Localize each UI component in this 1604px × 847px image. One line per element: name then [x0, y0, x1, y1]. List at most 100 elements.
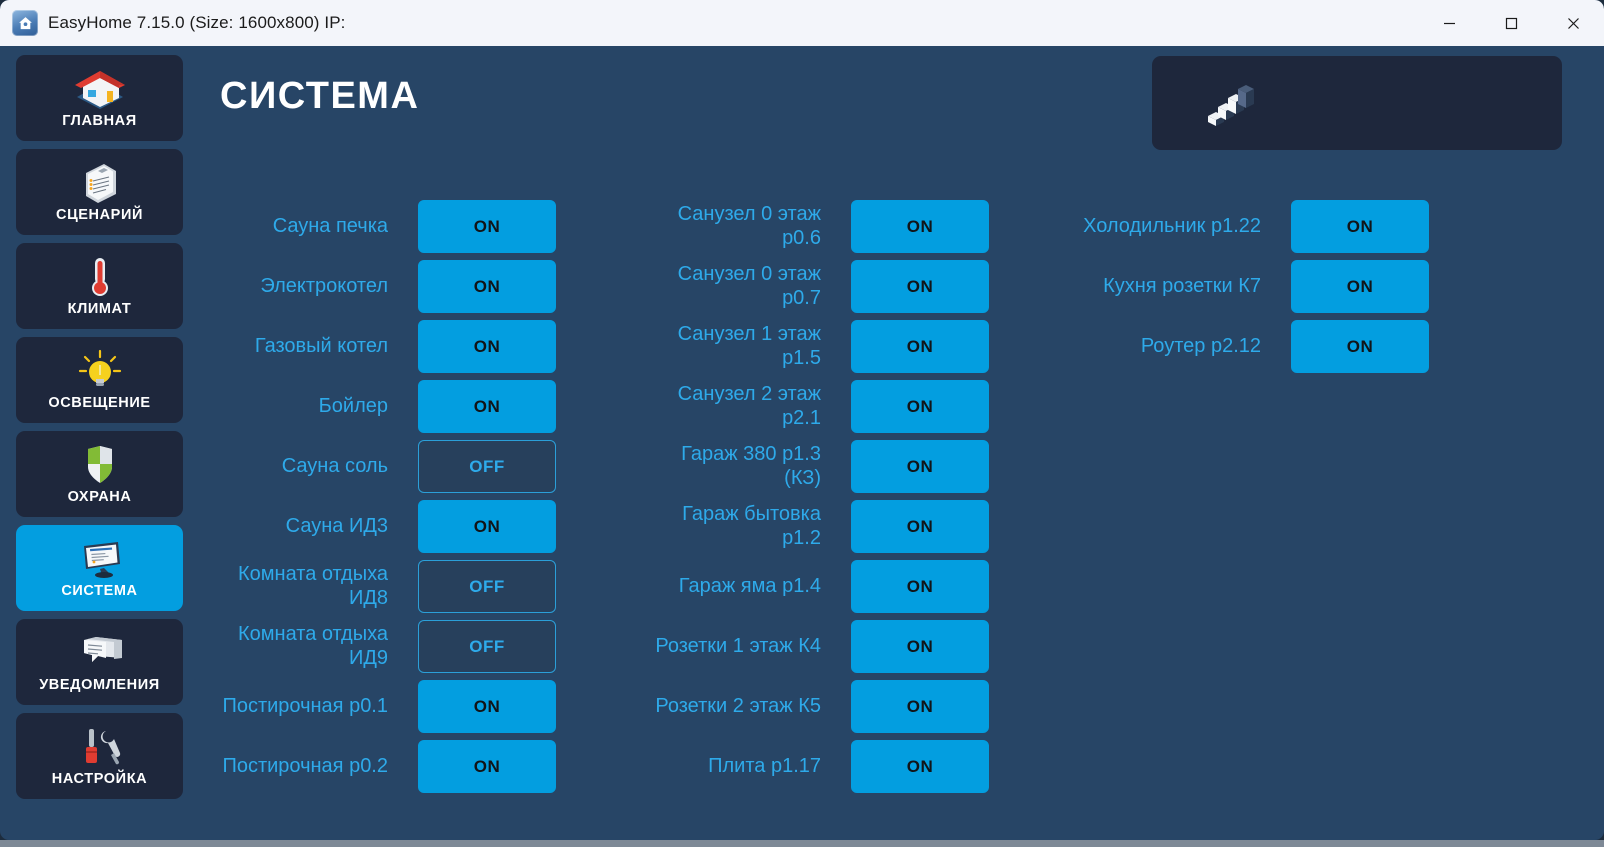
maximize-icon[interactable] — [1480, 0, 1542, 46]
sidebar-item-label: СИСТЕМА — [61, 582, 138, 599]
window-controls — [1418, 0, 1604, 46]
sidebar-item-label: УВЕДОМЛЕНИЯ — [39, 676, 160, 693]
device-row: Санузел 2 этаж р2.1 ON — [639, 380, 989, 433]
close-icon[interactable] — [1542, 0, 1604, 46]
sidebar-item-sistema[interactable]: СИСТЕМА — [16, 525, 183, 611]
device-toggle-button[interactable]: OFF — [418, 620, 556, 673]
home-icon — [12, 10, 38, 36]
device-label: Сауна соль — [281, 454, 388, 477]
device-toggle-button[interactable]: ON — [851, 560, 989, 613]
device-toggle-button[interactable]: OFF — [418, 560, 556, 613]
device-toggle-button[interactable]: ON — [1291, 200, 1429, 253]
device-row: Комната отдыха ИД8 OFF — [206, 560, 556, 613]
device-row: Сауна соль OFF — [206, 440, 556, 493]
device-column-1: Сауна печка ON Электрокотел ON Газовый к… — [206, 200, 556, 793]
sidebar-item-klimat[interactable]: КЛИМАТ — [16, 243, 183, 329]
device-row: Сауна печка ON — [206, 200, 556, 253]
device-toggle-button[interactable]: ON — [851, 380, 989, 433]
device-row: Гараж 380 р1.3 (КЗ) ON — [639, 440, 989, 493]
device-toggle-button[interactable]: ON — [851, 500, 989, 553]
sidebar-item-osveshchenie[interactable]: ОСВЕЩЕНИЕ — [16, 337, 183, 423]
device-toggle-button[interactable]: ON — [418, 380, 556, 433]
device-toggle-button[interactable]: OFF — [418, 440, 556, 493]
device-row: Бойлер ON — [206, 380, 556, 433]
shield-icon — [79, 442, 121, 488]
device-label: Плита р1.17 — [708, 754, 821, 777]
device-label: Гараж яма р1.4 — [678, 574, 821, 597]
sidebar-item-label: ОСВЕЩЕНИЕ — [48, 394, 151, 411]
device-row: Кухня розетки К7 ON — [1059, 260, 1429, 313]
device-row: Постирочная р0.1 ON — [206, 680, 556, 733]
title-bar: EasyHome 7.15.0 (Size: 1600x800) IP: — [0, 0, 1604, 46]
device-row: Роутер р2.12 ON — [1059, 320, 1429, 373]
device-column-2: Санузел 0 этаж р0.6 ON Санузел 0 этаж р0… — [639, 200, 989, 793]
device-toggle-button[interactable]: ON — [418, 200, 556, 253]
sidebar-item-uvedomleniya[interactable]: УВЕДОМЛЕНИЯ — [16, 619, 183, 705]
device-toggle-button[interactable]: ON — [851, 620, 989, 673]
device-toggle-button[interactable]: ON — [851, 740, 989, 793]
sidebar: ГЛАВНАЯ СЦЕНАРИЙ — [16, 55, 183, 799]
device-toggle-button[interactable]: ON — [851, 260, 989, 313]
minimize-icon[interactable] — [1418, 0, 1480, 46]
window-title: EasyHome 7.15.0 (Size: 1600x800) IP: — [48, 13, 346, 32]
device-row: Холодильник р1.22 ON — [1059, 200, 1429, 253]
device-toggle-button[interactable]: ON — [418, 500, 556, 553]
sidebar-item-scenariy[interactable]: СЦЕНАРИЙ — [16, 149, 183, 235]
lightbulb-icon — [73, 348, 127, 394]
clipboard-icon — [74, 160, 126, 206]
device-label: Роутер р2.12 — [1140, 334, 1261, 357]
bar-chart-icon — [1200, 76, 1260, 130]
device-label: Санузел 0 этаж р0.7 — [677, 262, 821, 309]
device-row: Санузел 1 этаж р1.5 ON — [639, 320, 989, 373]
chat-bubbles-icon — [70, 630, 130, 676]
thermometer-icon — [83, 254, 117, 300]
device-row: Сауна ИД3 ON — [206, 500, 556, 553]
device-toggle-button[interactable]: ON — [418, 740, 556, 793]
title-bar-left: EasyHome 7.15.0 (Size: 1600x800) IP: — [0, 10, 1418, 36]
device-column-3: Холодильник р1.22 ON Кухня розетки К7 ON… — [1059, 200, 1429, 793]
bottom-strip — [0, 840, 1604, 847]
device-toggle-button[interactable]: ON — [418, 260, 556, 313]
device-label: Сауна ИД3 — [285, 514, 388, 537]
device-toggle-button[interactable]: ON — [1291, 260, 1429, 313]
device-row: Газовый котел ON — [206, 320, 556, 373]
device-row: Электрокотел ON — [206, 260, 556, 313]
device-toggle-button[interactable]: ON — [418, 680, 556, 733]
sidebar-item-label: СЦЕНАРИЙ — [56, 206, 143, 223]
device-row: Розетки 2 этаж К5 ON — [639, 680, 989, 733]
device-toggle-button[interactable]: ON — [851, 680, 989, 733]
device-label: Газовый котел — [254, 334, 388, 357]
monitor-icon — [70, 536, 130, 582]
device-toggle-button[interactable]: ON — [851, 200, 989, 253]
device-row: Гараж яма р1.4 ON — [639, 560, 989, 613]
device-label: Кухня розетки К7 — [1103, 274, 1261, 297]
device-label: Холодильник р1.22 — [1083, 214, 1261, 237]
device-label: Гараж бытовка р1.2 — [682, 502, 821, 549]
sidebar-item-glavnaya[interactable]: ГЛАВНАЯ — [16, 55, 183, 141]
device-label: Розетки 1 этаж К4 — [655, 634, 821, 657]
device-toggle-button[interactable]: ON — [851, 320, 989, 373]
device-row: Постирочная р0.2 ON — [206, 740, 556, 793]
device-label: Электрокотел — [260, 274, 388, 297]
device-row: Санузел 0 этаж р0.7 ON — [639, 260, 989, 313]
chart-panel[interactable] — [1152, 56, 1562, 150]
device-row: Комната отдыха ИД9 OFF — [206, 620, 556, 673]
device-label: Постирочная р0.2 — [222, 754, 388, 777]
device-row: Плита р1.17 ON — [639, 740, 989, 793]
device-label: Комната отдыха ИД9 — [238, 622, 388, 669]
sidebar-item-label: ГЛАВНАЯ — [62, 112, 137, 129]
device-label: Сауна печка — [272, 214, 388, 237]
device-toggle-button[interactable]: ON — [1291, 320, 1429, 373]
device-toggle-button[interactable]: ON — [418, 320, 556, 373]
device-label: Розетки 2 этаж К5 — [655, 694, 821, 717]
tools-icon — [73, 724, 127, 770]
house-icon — [69, 66, 131, 112]
device-label: Постирочная р0.1 — [222, 694, 388, 717]
device-row: Розетки 1 этаж К4 ON — [639, 620, 989, 673]
sidebar-item-ohrana[interactable]: ОХРАНА — [16, 431, 183, 517]
sidebar-item-nastroyka[interactable]: НАСТРОЙКА — [16, 713, 183, 799]
device-toggle-button[interactable]: ON — [851, 440, 989, 493]
device-columns: Сауна печка ON Электрокотел ON Газовый к… — [196, 200, 1592, 793]
device-row: Гараж бытовка р1.2 ON — [639, 500, 989, 553]
